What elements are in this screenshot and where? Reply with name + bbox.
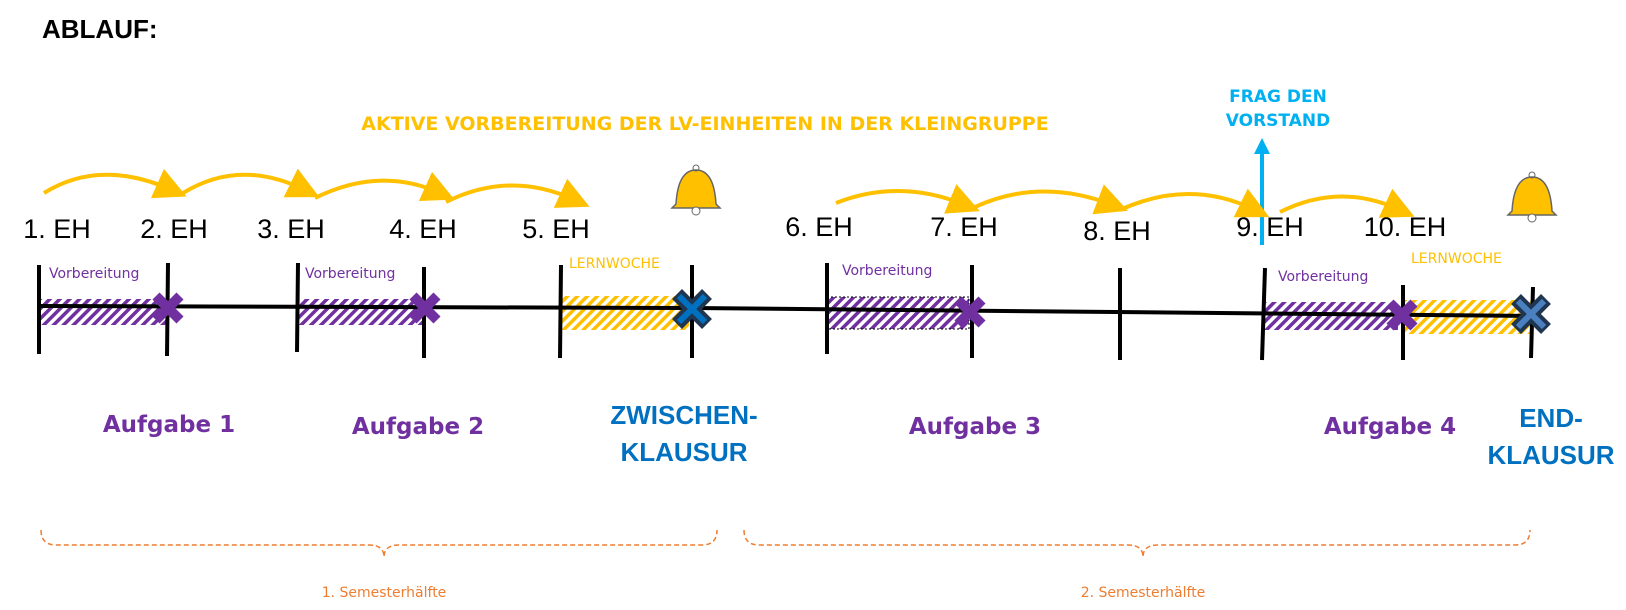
arc: [1119, 188, 1270, 218]
study-week-bar: [561, 296, 689, 330]
brace-second-half: [743, 529, 1531, 558]
unit-label: 10. EH: [1364, 212, 1447, 242]
arc: [314, 171, 455, 202]
unit-label: 3. EH: [257, 214, 325, 244]
purple-x-icon: [1386, 299, 1418, 331]
half-label: 2. Semesterhälfte: [1081, 585, 1206, 601]
up-arrow-icon: [1254, 138, 1270, 154]
bell-icon: [1506, 171, 1558, 223]
prep-bar: [826, 296, 970, 330]
progress-arcs: [42, 168, 1415, 218]
final-label-line1: END-: [1519, 403, 1583, 433]
purple-x-icon: [954, 296, 986, 328]
prep-label: Vorbereitung: [1278, 269, 1368, 285]
study-week-label: LERNWOCHE: [569, 256, 660, 272]
unit-label: 1. EH: [23, 214, 91, 244]
prep-label: Vorbereitung: [49, 266, 139, 282]
final-label-line2: KLAUSUR: [1487, 440, 1614, 470]
task-label: Aufgabe 2: [352, 414, 484, 440]
half-label: 1. Semesterhälfte: [322, 585, 447, 601]
brace-first-half: [40, 529, 718, 558]
unit-label: 8. EH: [1083, 216, 1151, 246]
prep-bar: [298, 299, 424, 325]
unit-label: 6. EH: [785, 212, 853, 242]
arc: [42, 168, 187, 199]
unit-label: 2. EH: [140, 214, 208, 244]
unit-label: 5. EH: [522, 214, 590, 244]
callout-frag-den-vorstand: FRAG DEN VORSTAND: [1226, 87, 1330, 245]
page-title: ABLAUF:: [42, 14, 158, 44]
task-label: Aufgabe 3: [909, 414, 1041, 440]
prep-bar: [40, 299, 168, 325]
task-label: Aufgabe 4: [1324, 414, 1456, 440]
unit-label: 9. EH: [1236, 212, 1304, 242]
purple-x-icon: [152, 292, 184, 324]
midterm-label-line1: ZWISCHEN-: [610, 400, 757, 430]
arc: [1279, 188, 1415, 218]
prep-label: Vorbereitung: [305, 266, 395, 282]
task-label: Aufgabe 1: [103, 412, 235, 438]
midterm-x-icon: [672, 289, 712, 329]
final-x-icon: [1511, 294, 1551, 334]
arc: [445, 178, 590, 208]
callout-line1: FRAG DEN: [1229, 87, 1327, 107]
midterm-label-line2: KLAUSUR: [620, 437, 747, 467]
bell-icon: [670, 164, 722, 216]
unit-label: 7. EH: [930, 212, 998, 242]
purple-x-icon: [409, 292, 441, 324]
arc: [974, 184, 1128, 215]
study-week-label: LERNWOCHE: [1411, 251, 1502, 267]
prep-label: Vorbereitung: [842, 263, 932, 279]
banner-text: AKTIVE VORBEREITUNG DER LV-EINHEITEN IN …: [361, 113, 1048, 135]
arc: [835, 184, 980, 214]
unit-label: 4. EH: [389, 214, 457, 244]
arc: [181, 168, 320, 198]
callout-line2: VORSTAND: [1226, 111, 1330, 131]
